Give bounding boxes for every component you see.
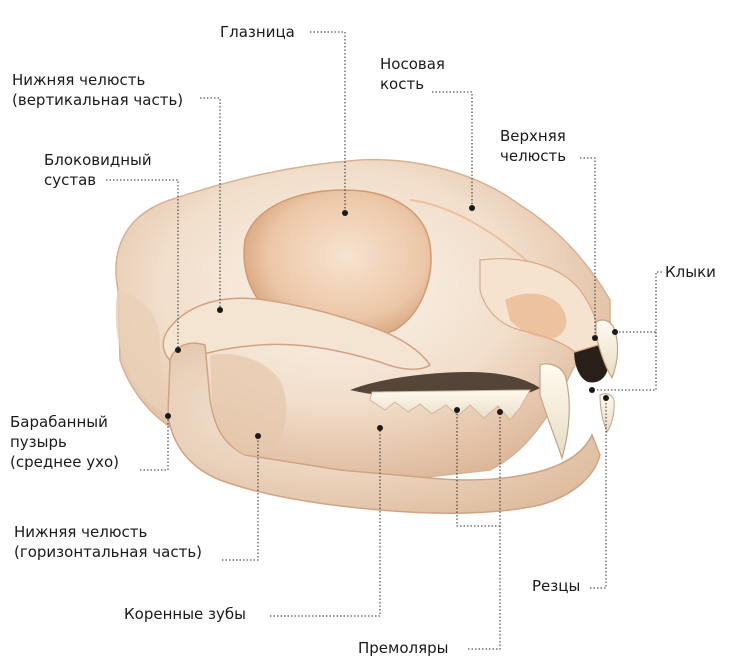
label-molars: Коренные зубы xyxy=(124,604,246,624)
dot-tympanic xyxy=(165,413,171,419)
label-mandible-horizontal-line1: Нижняя челюсть xyxy=(14,522,202,542)
label-incisors-text: Резцы xyxy=(532,576,580,596)
label-mandible-horizontal: Нижняя челюсть (горизонтальная часть) xyxy=(14,522,202,562)
label-maxilla: Верхняя челюсть xyxy=(500,126,566,166)
label-mandible-horizontal-line2: (горизонтальная часть) xyxy=(14,542,202,562)
label-maxilla-line2: челюсть xyxy=(500,146,566,166)
dot-canine-upper xyxy=(612,329,618,335)
dot-incisors xyxy=(603,395,609,401)
label-molars-text: Коренные зубы xyxy=(124,604,246,624)
dot-canine-lower xyxy=(589,387,595,393)
leader-canines-a xyxy=(615,272,662,332)
label-canines-text: Клыки xyxy=(665,262,716,282)
label-mandible-vertical: Нижняя челюсть (вертикальная часть) xyxy=(12,70,183,110)
leader-incisors xyxy=(590,398,606,588)
label-tympanic-bulla-line2: пузырь xyxy=(10,432,119,452)
label-nasal-bone: Носовая кость xyxy=(380,54,445,94)
label-mandible-vertical-line1: Нижняя челюсть xyxy=(12,70,183,90)
dot-nasal-bone xyxy=(469,205,475,211)
label-condyle-joint: Блоковидный сустав xyxy=(44,150,152,190)
dot-condyle xyxy=(175,347,181,353)
dot-molars xyxy=(377,425,383,431)
dot-maxilla xyxy=(592,335,598,341)
dot-mandible-horizontal xyxy=(255,433,261,439)
label-tympanic-bulla: Барабанный пузырь (среднее ухо) xyxy=(10,412,119,472)
dot-mandible-vertical xyxy=(217,307,223,313)
dot-premolar-b xyxy=(454,407,460,413)
dot-premolar-a xyxy=(497,409,503,415)
leader-tympanic xyxy=(140,416,168,470)
label-condyle-joint-line2: сустав xyxy=(44,170,152,190)
label-incisors: Резцы xyxy=(532,576,580,596)
label-nasal-bone-line1: Носовая xyxy=(380,54,445,74)
dot-orbit xyxy=(342,210,348,216)
label-premolars-text: Премоляры xyxy=(358,638,449,657)
label-condyle-joint-line1: Блоковидный xyxy=(44,150,152,170)
label-mandible-vertical-line2: (вертикальная часть) xyxy=(12,90,183,110)
label-orbit-text: Глазница xyxy=(220,22,295,42)
label-premolars: Премоляры xyxy=(358,638,449,657)
label-maxilla-line1: Верхняя xyxy=(500,126,566,146)
label-orbit: Глазница xyxy=(220,22,295,42)
label-tympanic-bulla-line3: (среднее ухо) xyxy=(10,452,119,472)
label-nasal-bone-line2: кость xyxy=(380,74,445,94)
label-tympanic-bulla-line1: Барабанный xyxy=(10,412,119,432)
label-canines: Клыки xyxy=(665,262,716,282)
